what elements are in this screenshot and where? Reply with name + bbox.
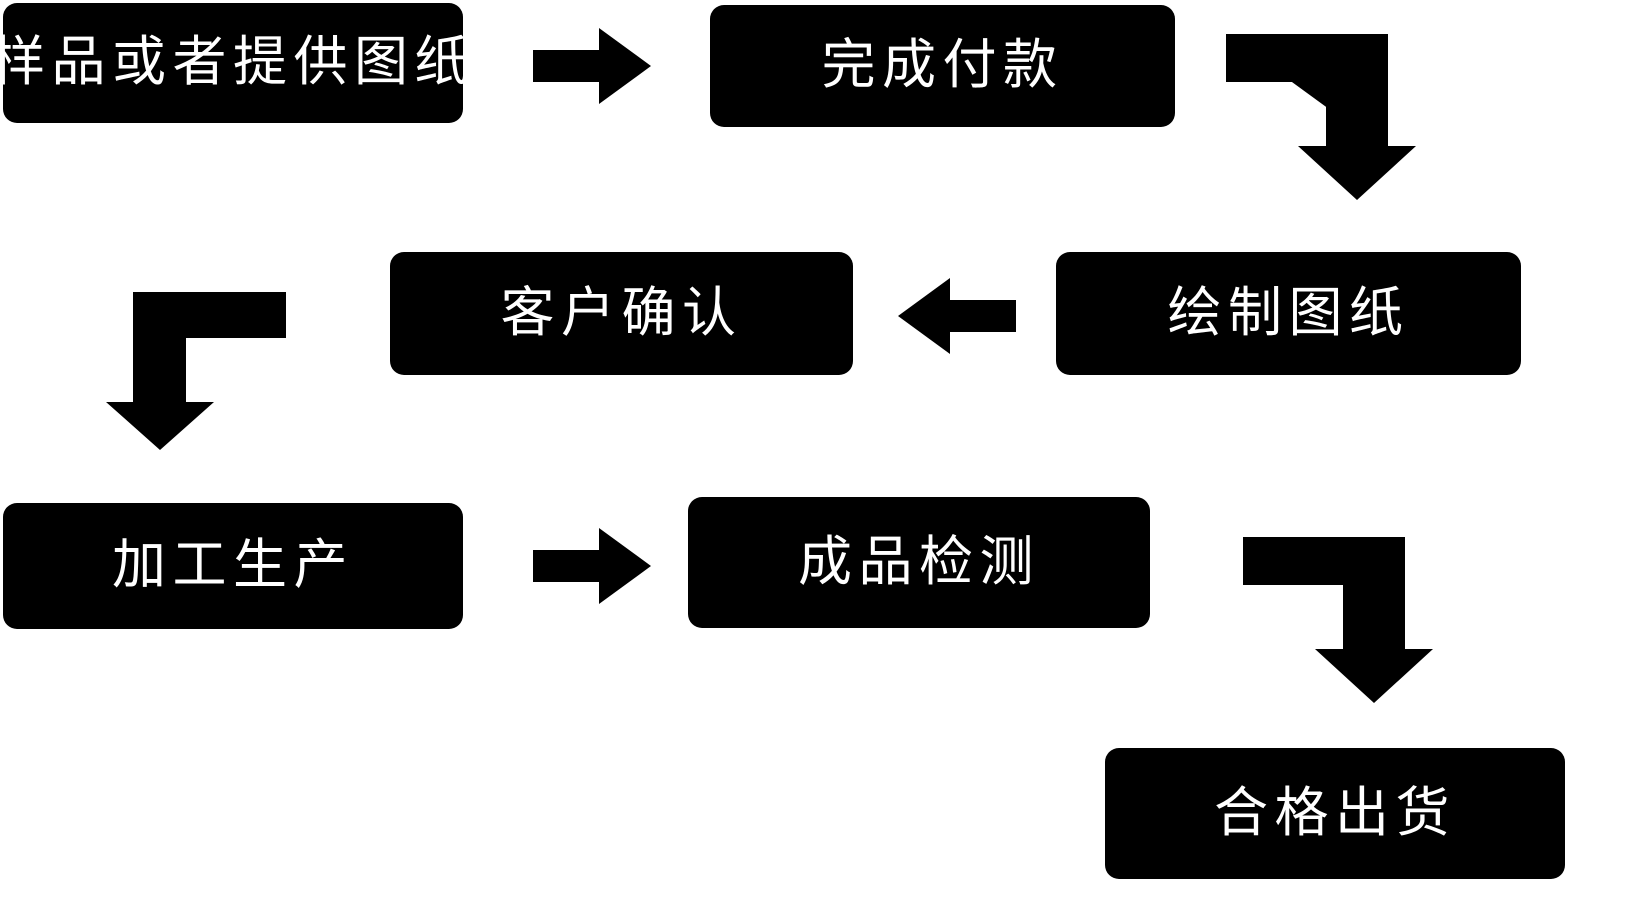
flow-node-label: 成品检测 bbox=[798, 531, 1040, 592]
arrow-left-glyph bbox=[898, 278, 1016, 354]
flow-node-complete-payment[interactable]: 完成付款 bbox=[710, 5, 1175, 127]
elbow-arrow-glyph bbox=[1226, 34, 1416, 200]
arrow-right-icon bbox=[533, 528, 651, 604]
arrow-right-glyph bbox=[533, 28, 651, 104]
flow-node-customer-confirm[interactable]: 客户确认 bbox=[390, 252, 853, 375]
flow-node-label: 绘制图纸 bbox=[1167, 282, 1410, 343]
arrow-left-icon bbox=[898, 278, 1016, 354]
elbow-arrow-down-right-icon bbox=[1243, 537, 1433, 703]
flow-node-draw-drawing[interactable]: 绘制图纸 bbox=[1056, 252, 1521, 375]
flow-node-label: 合格出货 bbox=[1214, 782, 1456, 843]
elbow-arrow-down-left-icon bbox=[106, 292, 286, 450]
flow-node-label: 加工生产 bbox=[112, 535, 354, 596]
flow-node-qualified-shipment[interactable]: 合格出货 bbox=[1105, 748, 1565, 879]
flow-node-production[interactable]: 加工生产 bbox=[3, 503, 463, 629]
arrow-right-glyph bbox=[533, 528, 651, 604]
flow-node-label: 完成付款 bbox=[821, 35, 1064, 96]
flow-node-sample-or-drawing[interactable]: 样品或者提供图纸 bbox=[0, 3, 468, 123]
flow-node-label: 客户确认 bbox=[500, 282, 743, 343]
arrow-right-icon bbox=[533, 28, 651, 104]
elbow-arrow-glyph bbox=[106, 292, 286, 450]
elbow-arrow-glyph bbox=[1243, 537, 1433, 703]
elbow-arrow-down-right-icon bbox=[1226, 34, 1416, 200]
flow-node-final-inspection[interactable]: 成品检测 bbox=[688, 497, 1150, 628]
flow-node-label: 样品或者提供图纸 bbox=[0, 32, 475, 93]
